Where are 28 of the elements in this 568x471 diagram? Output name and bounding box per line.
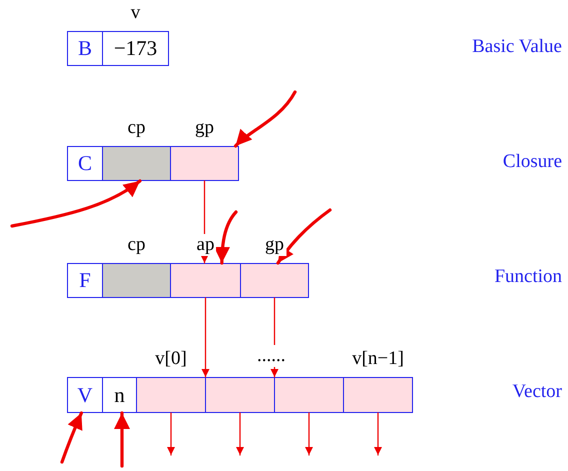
ellipsis-label: ...... [257,345,286,367]
type-letter: C [78,151,92,176]
pointer-arrow [200,180,208,264]
pointer-arrow [167,412,175,456]
value-cell [102,377,137,413]
type-tag-cell [67,146,103,181]
cell-value: n [114,382,125,408]
type-letter: B [78,36,92,61]
pointer-arrow [270,297,278,378]
field-name: ap [194,234,216,256]
cell-value: −173 [114,36,158,61]
type-tag-cell [67,377,103,413]
hand-drawn-arrow [60,411,83,464]
hand-drawn-arrow [276,208,332,265]
type-tag-cell [67,31,103,66]
type-letter: V [77,382,93,408]
type-letter: F [79,268,91,293]
hand-drawn-arrow [114,411,130,468]
pointer-arrow [236,412,244,456]
pointer-arrow [202,297,210,378]
pointer-arrow [305,412,313,456]
hand-drawn-arrow [234,90,297,148]
pointer-arrow [374,412,382,456]
memory-cell [274,377,344,413]
hand-drawn-arrow [214,210,238,265]
type-tag-cell [67,263,103,298]
hand-drawn-arrow [10,179,142,228]
memory-cell [205,377,275,413]
